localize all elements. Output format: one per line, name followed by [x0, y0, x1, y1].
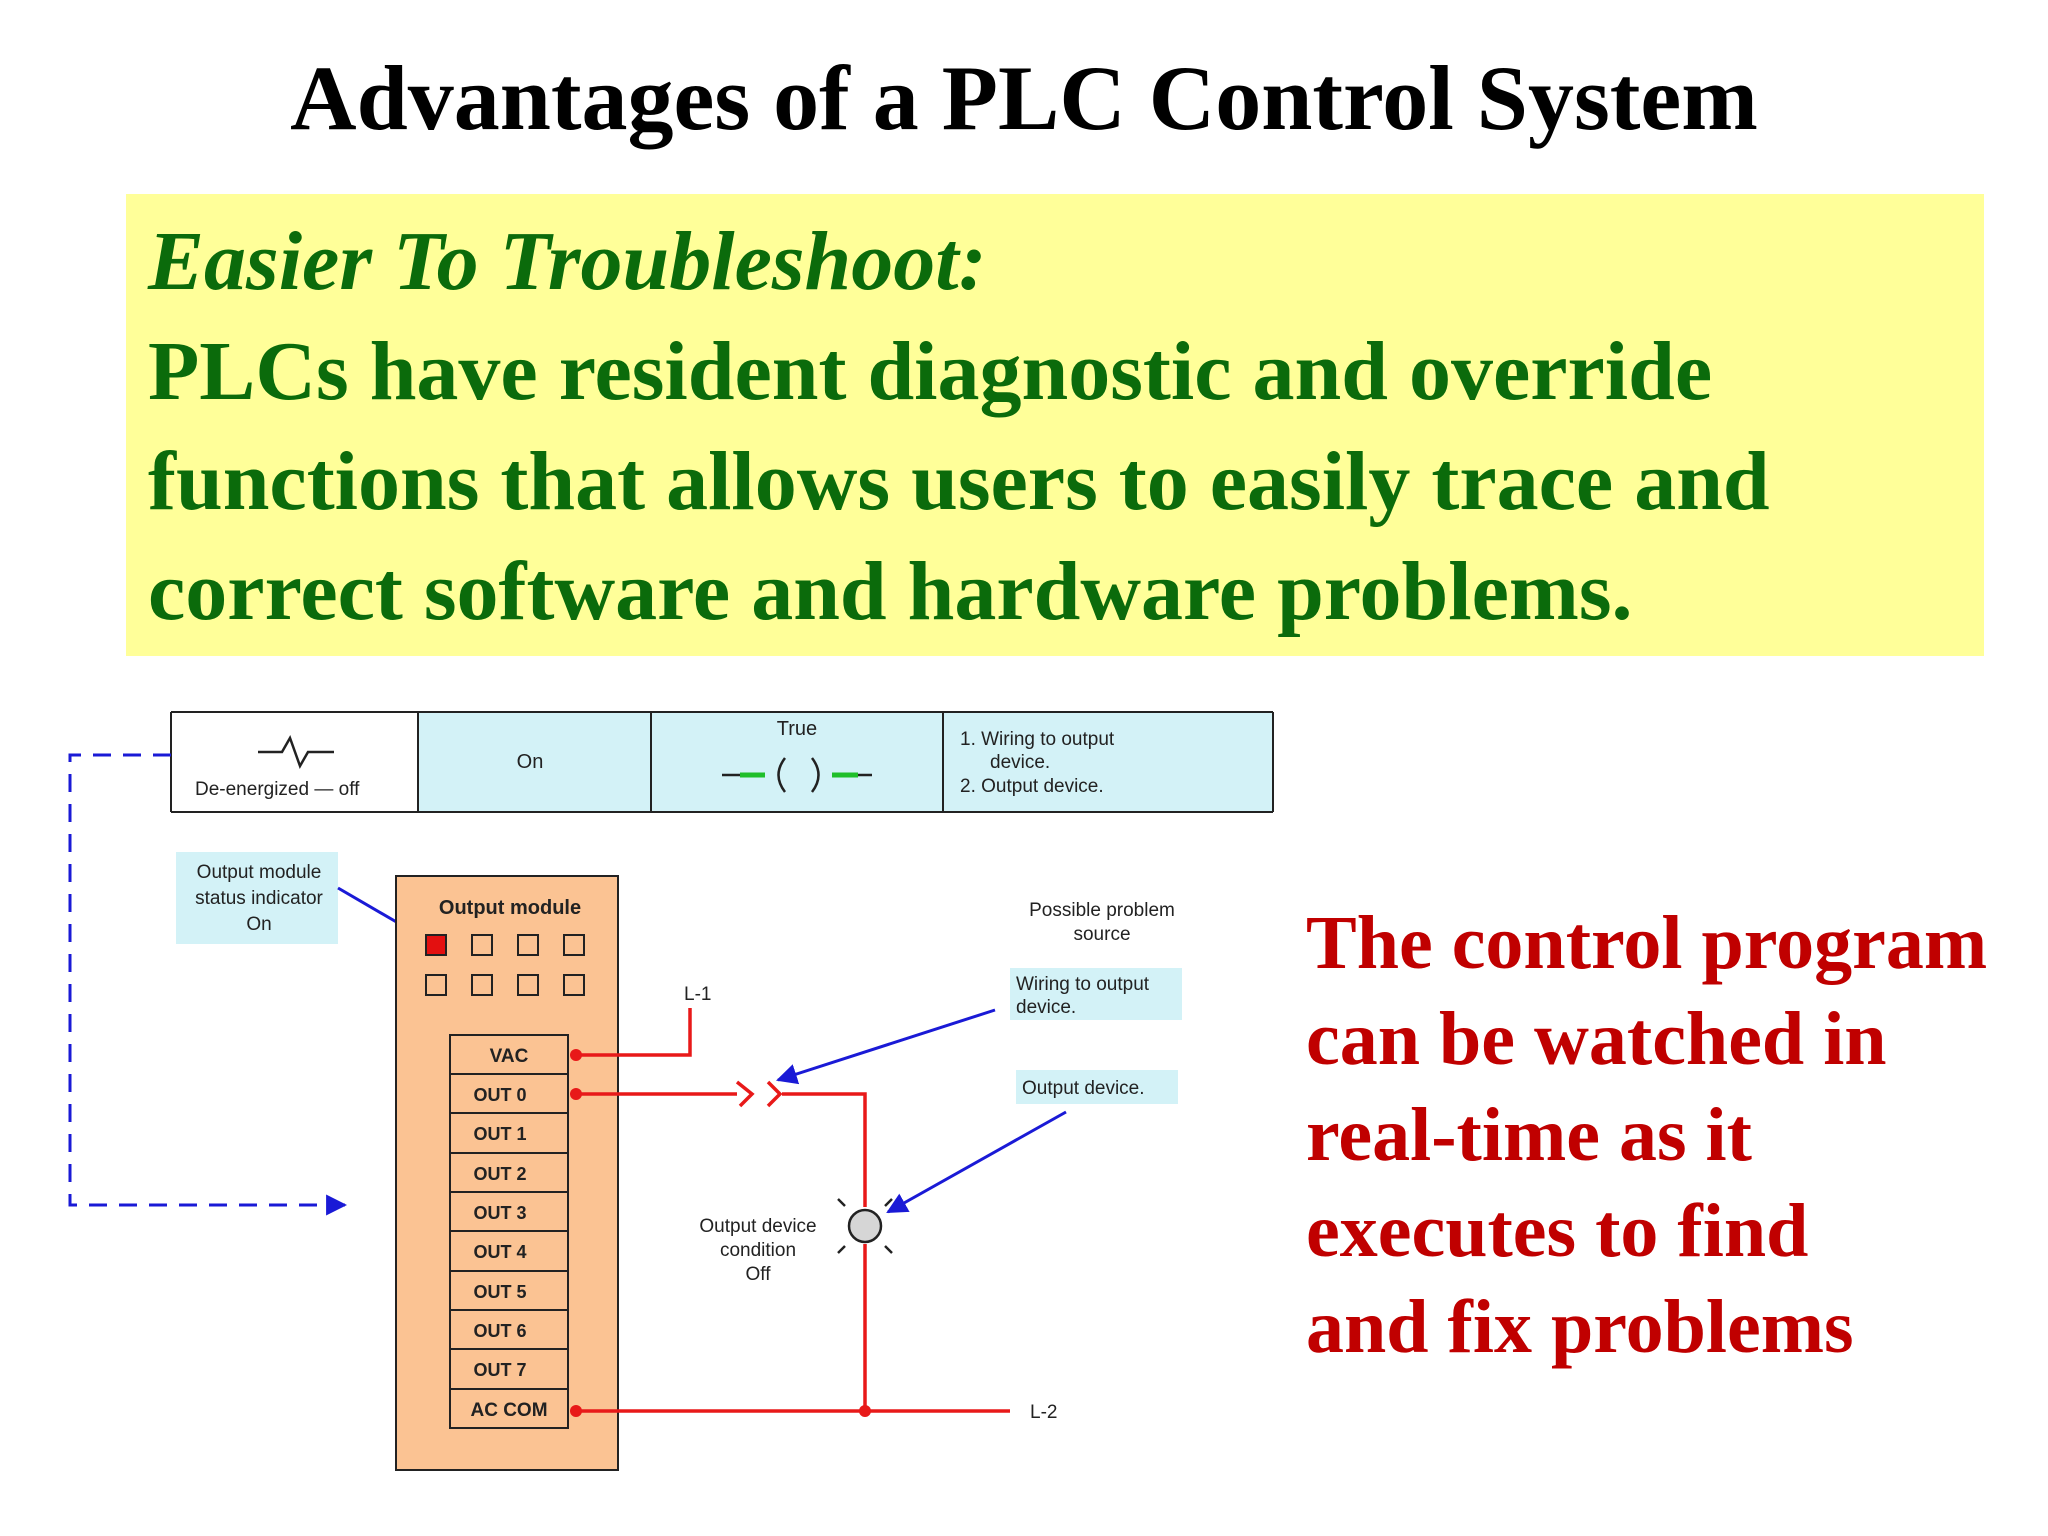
highlight-heading: Easier To Troubleshoot: — [148, 215, 987, 308]
status-led-on — [425, 934, 447, 956]
terminal-column: VAC OUT 0 OUT 1 OUT 2 OUT 3 OUT 4 OUT 5 … — [449, 1034, 569, 1429]
terminal-dot — [570, 1088, 582, 1100]
l2-label: L-2 — [1030, 1402, 1057, 1423]
output-device-arrow — [886, 1110, 1067, 1214]
table-col4-line2: device. — [990, 752, 1050, 773]
terminal-label: AC COM — [470, 1400, 547, 1421]
side-text-line-3: real-time as it — [1306, 1093, 1752, 1177]
status-led — [563, 934, 585, 956]
svg-text:status indicator: status indicator — [195, 888, 323, 909]
output-coil-icon — [722, 757, 872, 793]
svg-text:Output module: Output module — [197, 862, 322, 883]
terminal-label: VAC — [490, 1046, 529, 1067]
l1-label: L-1 — [684, 984, 711, 1005]
wiring-label-line1: Wiring to output — [1016, 974, 1150, 995]
table-col1-text: De-energized — off — [195, 779, 360, 800]
status-led — [425, 974, 447, 996]
svg-text:On: On — [246, 914, 271, 935]
table-col4-line3: 2. Output device. — [960, 776, 1104, 797]
side-text-line-5: and fix problems — [1306, 1285, 1854, 1369]
status-table: De-energized — off On True 1. Wiring to … — [170, 711, 1274, 813]
status-indicator-label: Output module status indicator On — [176, 852, 426, 944]
terminal-label: OUT 3 — [473, 1203, 526, 1223]
highlight-line-1: PLCs have resident diagnostic and overri… — [148, 325, 1713, 418]
junction-dot — [859, 1405, 871, 1417]
terminal-dot — [570, 1049, 582, 1061]
terminal-label: OUT 2 — [473, 1164, 526, 1184]
terminal-label: OUT 7 — [473, 1360, 526, 1380]
table-col3-text: True — [777, 718, 817, 740]
table-cells-fill — [418, 712, 1273, 812]
terminal-label: OUT 5 — [473, 1282, 526, 1302]
wiring-label-box — [1010, 968, 1182, 1020]
table-col2-text: On — [517, 751, 544, 773]
wiring-label-line2: device. — [1016, 997, 1076, 1018]
table-first-cell — [171, 712, 418, 812]
device-condition-line2: condition — [720, 1240, 796, 1261]
highlight-line-3: correct software and hardware problems. — [148, 545, 1633, 638]
terminal-label: OUT 6 — [473, 1321, 526, 1341]
dashed-link — [68, 753, 348, 1216]
problem-source-line2: source — [1073, 924, 1130, 945]
lamp-icon — [837, 1198, 893, 1254]
wiring-arrow — [776, 1008, 996, 1085]
svg-text:Output module: Output module — [439, 897, 581, 919]
slide-title: Advantages of a PLC Control System — [290, 47, 1758, 149]
wiring — [576, 1008, 1010, 1413]
status-led — [471, 974, 493, 996]
device-condition-line1: Output device — [699, 1216, 816, 1237]
terminal-label: OUT 4 — [473, 1242, 526, 1262]
terminal-dot — [570, 1405, 582, 1417]
output-device-label-box — [1016, 1070, 1178, 1104]
highlight-line-2: functions that allows users to easily tr… — [148, 435, 1770, 528]
terminal-label: OUT 0 — [473, 1085, 526, 1105]
device-condition-line3: Off — [746, 1264, 772, 1285]
status-led — [563, 974, 585, 996]
output-module: Output module VAC OUT 0 OUT 1 OUT 2 OUT … — [395, 875, 619, 1471]
terminal-label: OUT 1 — [473, 1124, 526, 1144]
side-text-line-4: executes to find — [1306, 1189, 1809, 1273]
side-text-line-2: can be watched in — [1306, 997, 1887, 1081]
table-col4-line1: 1. Wiring to output — [960, 729, 1115, 750]
coil-symbol-icon — [258, 735, 334, 769]
status-led — [517, 974, 539, 996]
status-led — [471, 934, 493, 956]
status-led — [517, 934, 539, 956]
output-device-label: Output device. — [1022, 1078, 1145, 1099]
problem-source-line1: Possible problem — [1029, 900, 1175, 921]
side-text-line-1: The control program — [1306, 901, 1988, 985]
highlight-box — [126, 194, 1984, 656]
